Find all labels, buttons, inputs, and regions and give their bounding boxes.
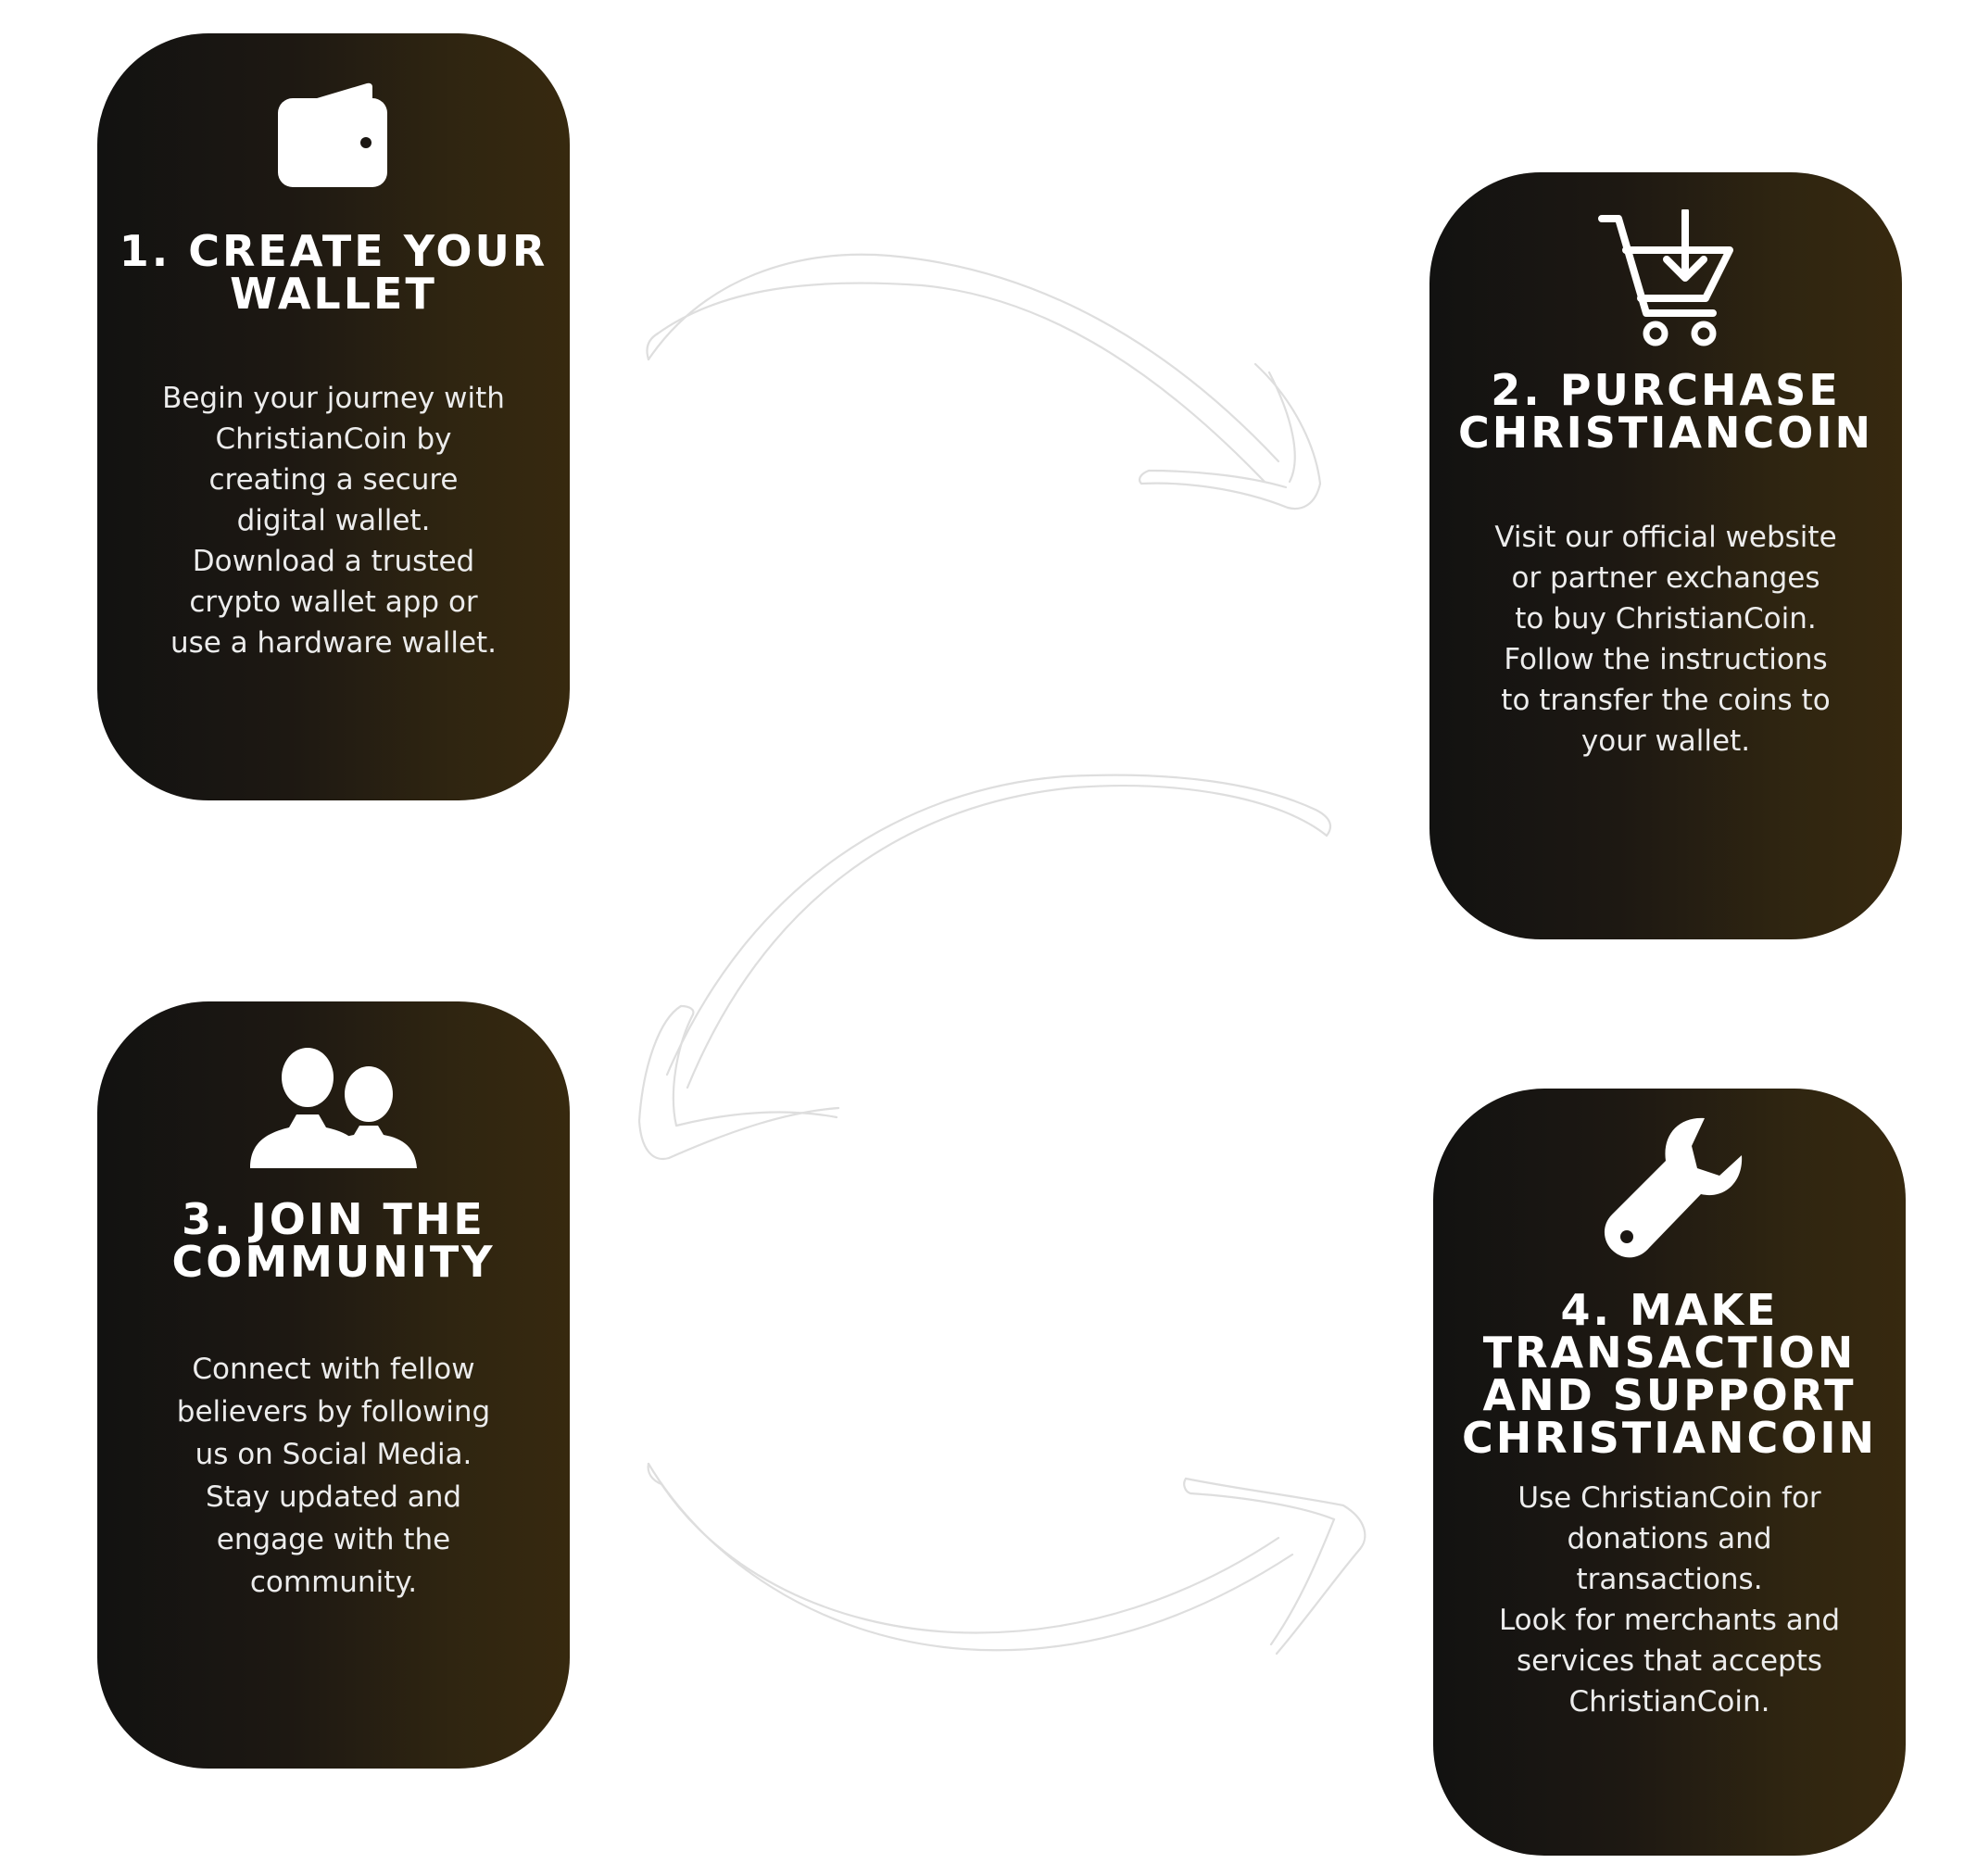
step-2-title: 2. PURCHASE CHRISTIANCOIN (1458, 365, 1873, 458)
step-card-4: 4. MAKE TRANSACTION AND SUPPORT CHRISTIA… (1433, 1089, 1906, 1856)
arrow-step2-to-step3 (637, 774, 1332, 1161)
cart-icon (1598, 209, 1733, 346)
step-card-2: 2. PURCHASE CHRISTIANCOIN Visit our offi… (1429, 172, 1902, 939)
wrench-icon (1604, 1117, 1743, 1258)
arrow-step3-to-step4 (647, 1462, 1366, 1656)
users-icon (250, 1048, 417, 1168)
wallet-icon (278, 82, 387, 187)
step-1-description: Begin your journey with ChristianCoin by… (162, 382, 505, 660)
step-4-description: Use ChristianCoin for donations and tran… (1498, 1481, 1841, 1719)
step-card-1: 1. CREATE YOUR WALLET Begin your journey… (97, 33, 570, 800)
arrow-step1-to-step2 (646, 253, 1322, 510)
step-2-description: Visit our official website or partner ex… (1494, 521, 1837, 758)
step-card-3: 3. JOIN THE COMMUNITY Connect with fello… (97, 1001, 570, 1769)
step-4-title: 4. MAKE TRANSACTION AND SUPPORT CHRISTIA… (1462, 1285, 1877, 1463)
step-3-title: 3. JOIN THE COMMUNITY (171, 1194, 496, 1287)
step-1-title: 1. CREATE YOUR WALLET (119, 226, 548, 319)
step-3-description: Connect with fellow believers by followi… (176, 1353, 491, 1599)
